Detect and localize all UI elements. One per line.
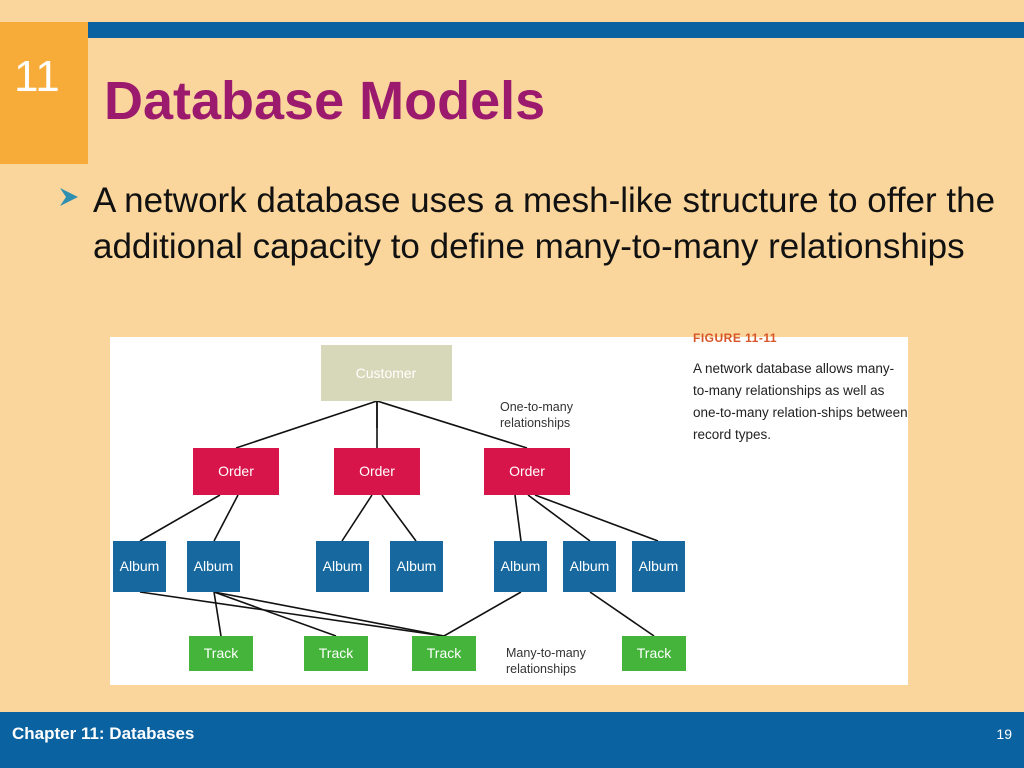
album-node-box (563, 541, 616, 592)
order-node-label: Order (359, 463, 395, 479)
order-nodes: Order Order Order (193, 448, 570, 495)
annotation-one-to-many: One-to-many relationships (500, 400, 573, 430)
annotation-many-to-many: Many-to-many relationships (506, 646, 586, 676)
album-node-label: Album (194, 558, 234, 574)
album-node-label: Album (639, 558, 679, 574)
album-node-box (390, 541, 443, 592)
album-node-label: Album (570, 558, 610, 574)
network-diagram: Customer Order Order Order Album Album A… (113, 345, 686, 671)
bullet-text: A network database uses a mesh-like stru… (93, 181, 996, 266)
order-node-box (484, 448, 570, 495)
node-customer: Customer (321, 345, 452, 401)
figure-caption-title: FIGURE 11-11 (693, 331, 778, 345)
track-node-box (189, 636, 253, 671)
footer-bar: Chapter 11: Databases 19 (0, 712, 1024, 768)
album-nodes: Album Album Album Album Album Album Albu… (113, 541, 685, 592)
connector-lines (139, 400, 659, 637)
album-node-box (113, 541, 166, 592)
album-node-box (187, 541, 240, 592)
track-node-label: Track (637, 645, 672, 661)
order-node-box (193, 448, 279, 495)
track-node-box (412, 636, 476, 671)
order-node-box (334, 448, 420, 495)
figure-caption-text: A network database allows many-to-many r… (693, 361, 908, 442)
album-node-box (494, 541, 547, 592)
track-node-box (304, 636, 368, 671)
page-number: 19 (996, 726, 1012, 742)
track-node-label: Track (204, 645, 239, 661)
track-node-label: Track (319, 645, 354, 661)
album-node-label: Album (397, 558, 437, 574)
footer-chapter-label: Chapter 11: Databases (12, 724, 195, 743)
customer-node-box (321, 345, 452, 401)
album-node-box (316, 541, 369, 592)
customer-node-label: Customer (356, 365, 417, 381)
network-database-figure: Customer Order Order Order Album Album A… (110, 331, 908, 685)
track-nodes: Track Track Track Track (189, 636, 686, 671)
album-node-label: Album (120, 558, 160, 574)
bullet-arrow-icon (60, 188, 78, 206)
album-node-label: Album (501, 558, 541, 574)
track-node-label: Track (427, 645, 462, 661)
slide-title: Database Models (104, 71, 546, 131)
chapter-number-box: 11 (0, 22, 88, 164)
order-node-label: Order (218, 463, 254, 479)
track-node-box (622, 636, 686, 671)
album-node-label: Album (323, 558, 363, 574)
top-accent-bar (88, 22, 1024, 38)
chapter-number: 11 (14, 52, 60, 101)
album-node-box (632, 541, 685, 592)
order-node-label: Order (509, 463, 545, 479)
